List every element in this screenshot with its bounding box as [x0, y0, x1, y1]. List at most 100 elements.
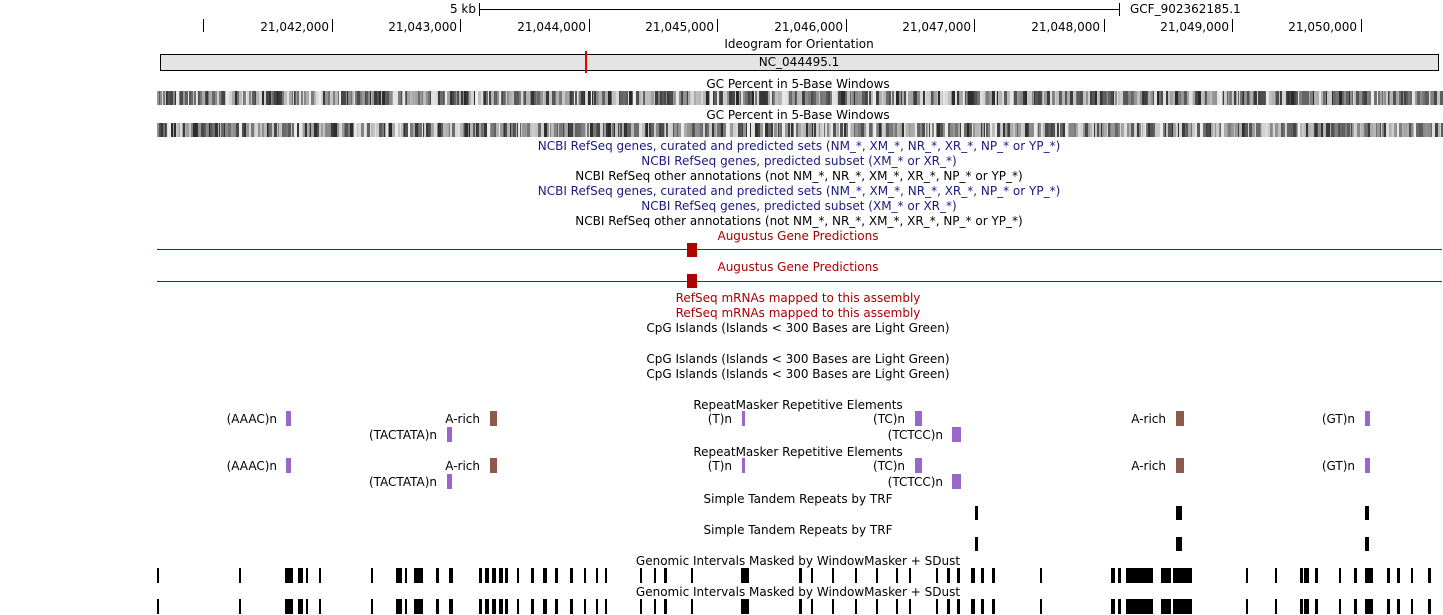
- masked-interval[interactable]: [531, 599, 534, 614]
- masked-interval[interactable]: [1354, 599, 1357, 614]
- masked-interval[interactable]: [543, 568, 547, 583]
- masked-interval[interactable]: [239, 568, 241, 583]
- repeat-element[interactable]: [1176, 411, 1184, 426]
- masked-interval[interactable]: [811, 568, 813, 583]
- masked-interval[interactable]: [876, 568, 878, 583]
- masked-interval[interactable]: [570, 599, 573, 614]
- masked-interval[interactable]: [992, 599, 995, 614]
- masked-interval[interactable]: [605, 599, 607, 614]
- masked-interval[interactable]: [1118, 568, 1121, 583]
- masked-interval[interactable]: [285, 599, 293, 614]
- masked-interval[interactable]: [957, 568, 960, 583]
- masked-interval[interactable]: [405, 568, 407, 583]
- repeat-element[interactable]: [915, 411, 922, 426]
- masked-interval[interactable]: [654, 568, 656, 583]
- masked-interval[interactable]: [640, 568, 642, 583]
- masked-interval[interactable]: [1339, 568, 1341, 583]
- masked-interval[interactable]: [396, 599, 402, 614]
- gc-percent-track[interactable]: [157, 123, 1443, 137]
- masked-interval[interactable]: [485, 568, 489, 583]
- masked-interval[interactable]: [298, 599, 303, 614]
- masked-interval[interactable]: [1300, 599, 1303, 614]
- masked-interval[interactable]: [157, 599, 159, 614]
- masked-interval[interactable]: [896, 568, 898, 583]
- masked-interval[interactable]: [1246, 568, 1248, 583]
- masked-interval[interactable]: [396, 568, 402, 583]
- masked-interval[interactable]: [1411, 599, 1413, 614]
- repeat-element[interactable]: [490, 411, 497, 426]
- masked-interval[interactable]: [543, 599, 547, 614]
- masked-interval[interactable]: [1365, 568, 1373, 583]
- masked-interval[interactable]: [1428, 568, 1431, 583]
- repeat-element[interactable]: [447, 427, 452, 442]
- masked-interval[interactable]: [298, 568, 303, 583]
- masked-interval[interactable]: [1111, 599, 1115, 614]
- masked-interval[interactable]: [741, 599, 749, 614]
- masked-interval[interactable]: [414, 599, 423, 614]
- repeat-element[interactable]: [952, 474, 961, 489]
- repeat-element[interactable]: [915, 458, 922, 473]
- masked-interval[interactable]: [436, 568, 439, 583]
- masked-interval[interactable]: [319, 568, 321, 583]
- masked-interval[interactable]: [517, 568, 519, 583]
- masked-interval[interactable]: [596, 599, 598, 614]
- masked-interval[interactable]: [691, 568, 693, 583]
- masked-interval[interactable]: [1040, 599, 1042, 614]
- masked-interval[interactable]: [1126, 568, 1153, 583]
- masked-interval[interactable]: [449, 568, 453, 583]
- tandem-repeat[interactable]: [975, 506, 978, 520]
- masked-interval[interactable]: [664, 599, 667, 614]
- masked-interval[interactable]: [981, 599, 984, 614]
- masked-interval[interactable]: [992, 568, 995, 583]
- masked-interval[interactable]: [436, 599, 439, 614]
- masked-interval[interactable]: [492, 599, 496, 614]
- masked-interval[interactable]: [1161, 599, 1171, 614]
- masked-interval[interactable]: [855, 599, 857, 614]
- repeat-element[interactable]: [447, 474, 452, 489]
- repeat-element[interactable]: [286, 458, 291, 473]
- masked-interval[interactable]: [492, 568, 496, 583]
- masked-interval[interactable]: [479, 568, 482, 583]
- windowmasker-track[interactable]: [0, 599, 1443, 614]
- masked-interval[interactable]: [584, 599, 586, 614]
- masked-interval[interactable]: [1173, 568, 1192, 583]
- masked-interval[interactable]: [971, 599, 975, 614]
- masked-interval[interactable]: [799, 599, 802, 614]
- masked-interval[interactable]: [909, 568, 911, 583]
- masked-interval[interactable]: [479, 599, 482, 614]
- augustus-exon[interactable]: [687, 274, 697, 288]
- masked-interval[interactable]: [1428, 599, 1431, 614]
- masked-interval[interactable]: [1246, 599, 1248, 614]
- masked-interval[interactable]: [1275, 599, 1277, 614]
- masked-interval[interactable]: [1126, 599, 1153, 614]
- masked-interval[interactable]: [876, 599, 878, 614]
- masked-interval[interactable]: [947, 599, 950, 614]
- masked-interval[interactable]: [811, 599, 813, 614]
- masked-interval[interactable]: [555, 568, 558, 583]
- masked-interval[interactable]: [1411, 568, 1413, 583]
- masked-interval[interactable]: [832, 568, 834, 583]
- masked-interval[interactable]: [1315, 568, 1318, 583]
- tandem-repeat[interactable]: [1176, 506, 1182, 520]
- masked-interval[interactable]: [971, 568, 975, 583]
- masked-interval[interactable]: [505, 599, 508, 614]
- masked-interval[interactable]: [1304, 599, 1309, 614]
- masked-interval[interactable]: [371, 568, 373, 583]
- tandem-repeat[interactable]: [1365, 537, 1369, 551]
- masked-interval[interactable]: [936, 568, 938, 583]
- masked-interval[interactable]: [909, 599, 911, 614]
- windowmasker-track[interactable]: [0, 568, 1443, 583]
- masked-interval[interactable]: [485, 599, 489, 614]
- masked-interval[interactable]: [555, 599, 558, 614]
- masked-interval[interactable]: [832, 599, 834, 614]
- masked-interval[interactable]: [1387, 599, 1390, 614]
- chromosome-ideogram[interactable]: [160, 54, 1439, 71]
- masked-interval[interactable]: [654, 599, 656, 614]
- masked-interval[interactable]: [371, 599, 373, 614]
- masked-interval[interactable]: [664, 568, 667, 583]
- masked-interval[interactable]: [306, 568, 308, 583]
- masked-interval[interactable]: [319, 599, 321, 614]
- masked-interval[interactable]: [499, 599, 503, 614]
- masked-interval[interactable]: [405, 599, 407, 614]
